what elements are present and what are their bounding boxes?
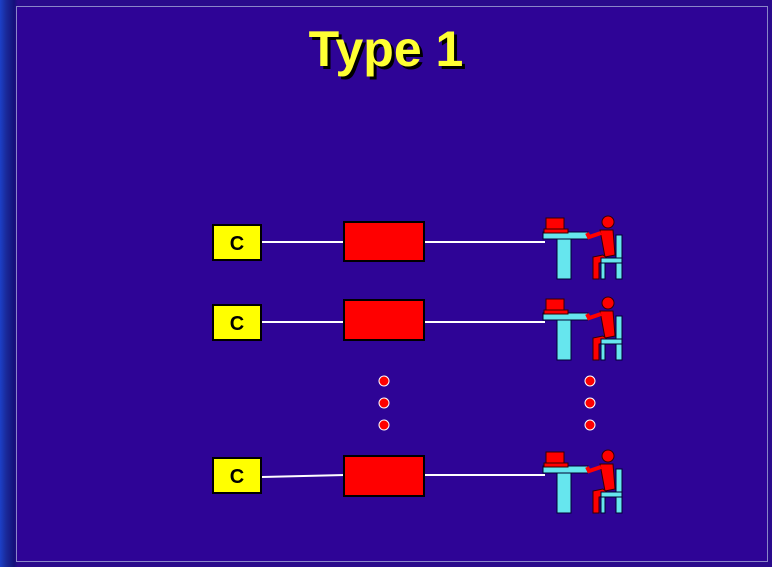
computer-label: C xyxy=(230,466,244,488)
ellipsis-dots-users xyxy=(584,375,596,431)
connection-row-2: C xyxy=(212,296,623,361)
computer-box xyxy=(212,304,262,341)
user-at-desk-icon xyxy=(542,215,623,280)
terminal-box xyxy=(343,299,425,341)
computer-label: C xyxy=(230,233,244,255)
computer-box xyxy=(212,457,262,494)
computer-box xyxy=(212,224,262,261)
terminal-box xyxy=(343,455,425,497)
computer-label: C xyxy=(230,313,244,335)
connection-row-1: C xyxy=(212,215,623,280)
slide-title: Type 1 xyxy=(308,21,464,77)
terminal-box xyxy=(343,221,425,262)
user-at-desk-icon xyxy=(542,296,623,361)
ellipsis-dots-terminals xyxy=(378,375,390,431)
user-at-desk-icon xyxy=(542,449,623,514)
link-line xyxy=(261,474,346,478)
connection-row-3: C xyxy=(212,449,623,514)
